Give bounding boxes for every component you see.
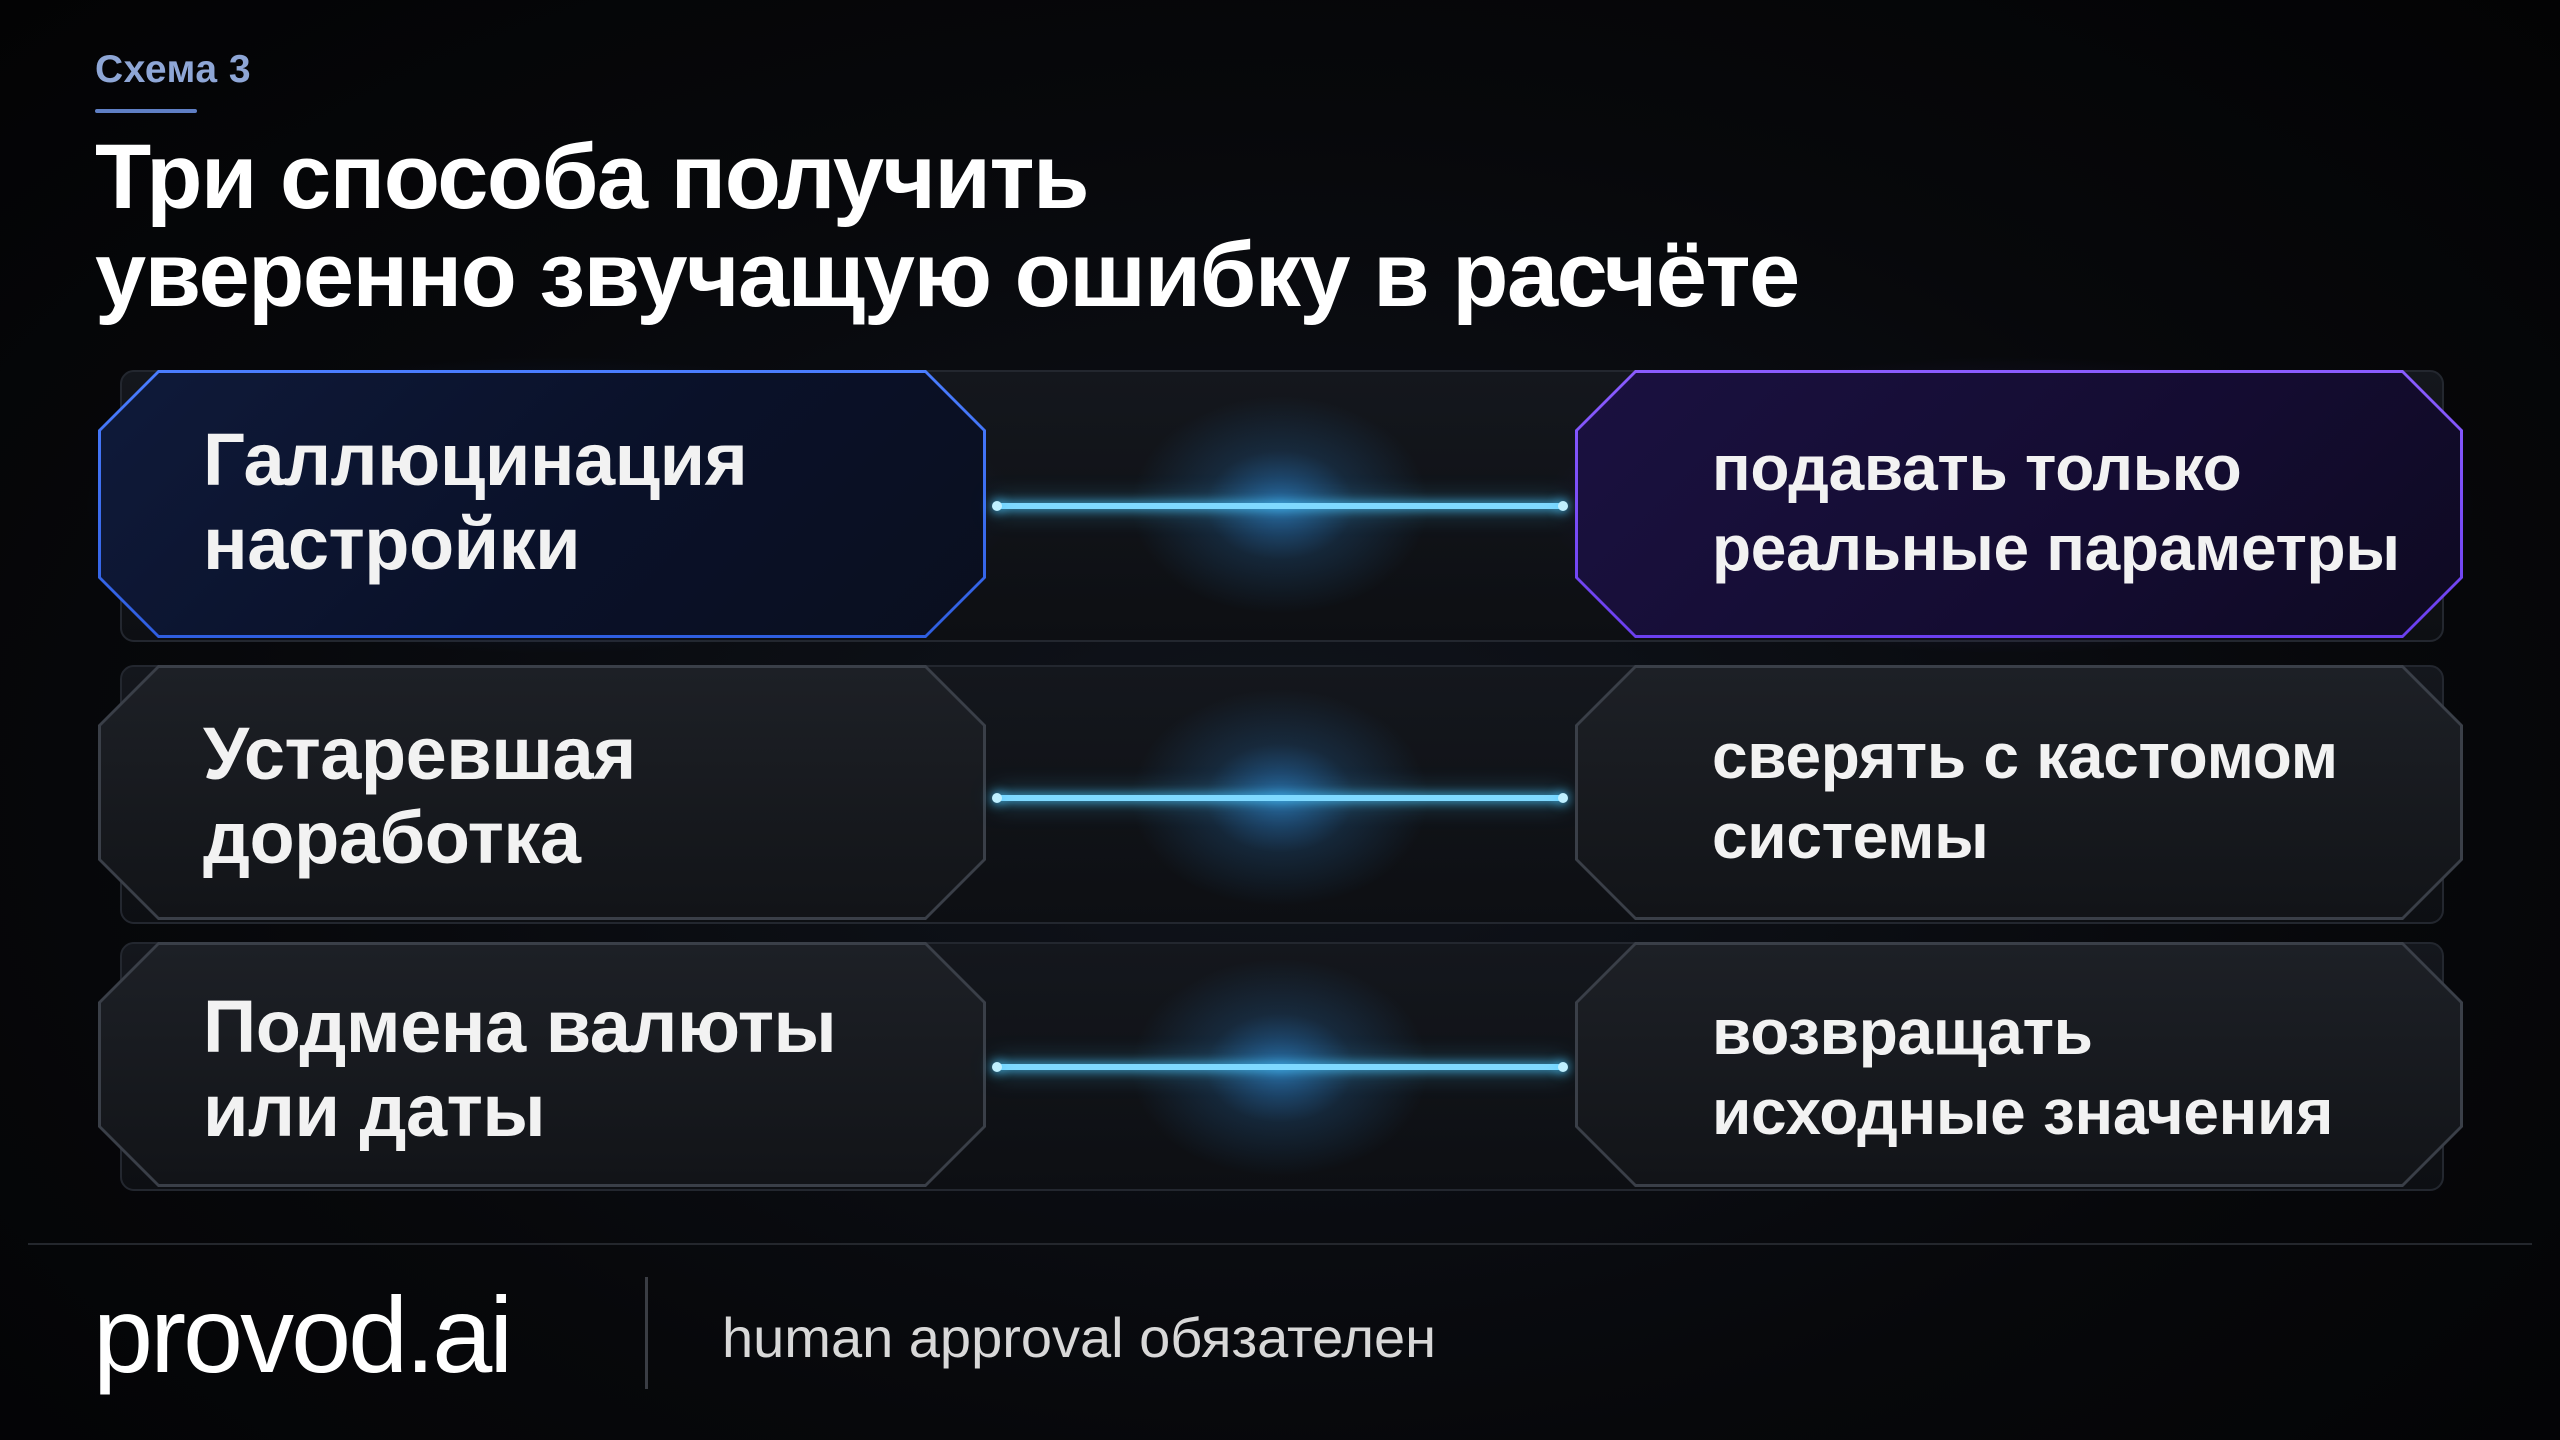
connector-dot-3-left (992, 1062, 1002, 1072)
connector-line-2 (995, 795, 1565, 801)
connector-dot-2-left (992, 793, 1002, 803)
problem-text-3: Подмена валюты или даты (203, 985, 837, 1153)
fix-1-line-2: реальные параметры (1712, 512, 2400, 584)
eyebrow-underline (95, 109, 197, 113)
fix-panel-2 (1575, 665, 2463, 920)
fix-1-line-1: подавать только (1712, 432, 2242, 504)
fix-2-line-2: системы (1712, 800, 1989, 872)
fix-3-line-2: исходные значения (1712, 1076, 2334, 1148)
connector-dot-2-right (1558, 793, 1568, 803)
fix-panel-1 (1575, 370, 2463, 638)
fix-panel-3 (1575, 942, 2463, 1187)
page-title-line-2: уверенно звучащую ошибку в расчёте (95, 224, 1800, 326)
problem-panel-3 (98, 942, 986, 1187)
fix-text-1: подавать только реальные параметры (1712, 428, 2400, 588)
problem-1-line-1: Галлюцинация (203, 418, 748, 501)
problem-panel-3-fill (101, 945, 983, 1184)
footer-note: human approval обязателен (722, 1306, 1437, 1369)
connector-dot-3-right (1558, 1062, 1568, 1072)
problem-panel-1 (98, 370, 986, 638)
page-title: Три способа получить уверенно звучащую о… (95, 126, 1800, 326)
connector-dot-1-right (1558, 501, 1568, 511)
footer-rule (28, 1243, 2532, 1245)
fix-2-line-1: сверять с кастомом (1712, 720, 2338, 792)
page-title-line-1: Три способа получить (95, 126, 1090, 228)
problem-1-line-2: настройки (203, 502, 581, 585)
problem-3-line-2: или даты (203, 1069, 546, 1152)
connector-line-1 (995, 503, 1565, 509)
problem-2-line-2: доработка (203, 796, 581, 879)
footer-divider (645, 1277, 648, 1389)
connector-dot-1-left (992, 501, 1002, 511)
eyebrow-label: Схема 3 (95, 48, 252, 91)
fix-3-line-1: возвращать (1712, 996, 2093, 1068)
problem-panel-2 (98, 665, 986, 920)
problem-panel-2-fill (101, 668, 983, 917)
problem-text-1: Галлюцинация настройки (203, 418, 748, 586)
fix-panel-1-fill (1578, 373, 2460, 635)
fix-panel-3-fill (1578, 945, 2460, 1184)
problem-2-line-1: Устаревшая (203, 712, 636, 795)
problem-text-2: Устаревшая доработка (203, 712, 636, 880)
fix-text-3: возвращать исходные значения (1712, 992, 2333, 1152)
problem-panel-1-fill (101, 373, 983, 635)
problem-3-line-1: Подмена валюты (203, 985, 837, 1068)
brand-logo: provod.ai (93, 1274, 513, 1395)
fix-text-2: сверять с кастомом системы (1712, 716, 2338, 876)
fix-panel-2-fill (1578, 668, 2460, 917)
connector-line-3 (995, 1064, 1565, 1070)
